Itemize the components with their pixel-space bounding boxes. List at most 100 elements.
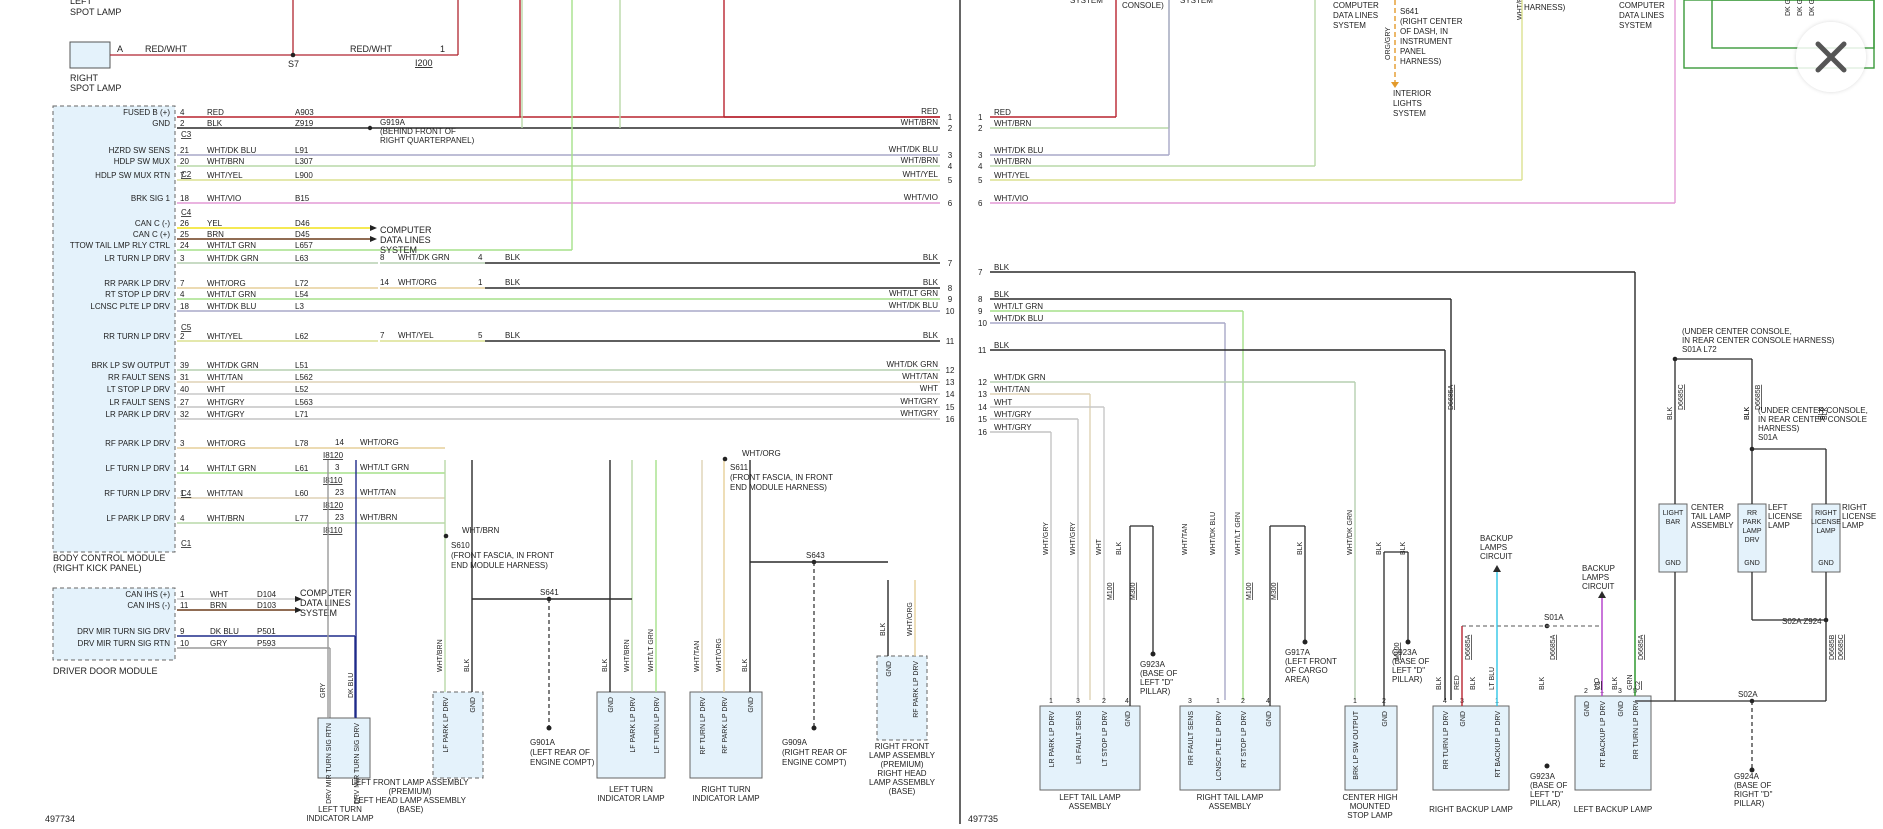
bcm-label: BODY CONTROL MODULE bbox=[53, 553, 166, 563]
bcm-pin-number: 4 bbox=[180, 290, 185, 299]
ddm-circuit-id: D104 bbox=[257, 590, 277, 599]
rear-lamp-gnd: GND bbox=[1818, 560, 1834, 567]
rear-lamp-label: MOUNTED bbox=[1350, 802, 1391, 811]
rear-wire-color: WHT/LT GRN bbox=[1235, 512, 1242, 555]
right-top-label-line: LIGHTS bbox=[1393, 99, 1422, 108]
bcm-right-color: WHT/BRN bbox=[901, 118, 939, 127]
rear-lamp-label: CENTER HIGH bbox=[1342, 793, 1397, 802]
right-row-color: WHT/GRY bbox=[994, 423, 1032, 432]
lamp-component-label: LAMP ASSEMBLY bbox=[869, 751, 936, 760]
blk-wire-color: BLK bbox=[505, 253, 521, 262]
bcm-pin-number: 39 bbox=[180, 361, 189, 370]
bcm-wire-color: WHT/BRN bbox=[207, 514, 245, 523]
bcm-circuit-id: L562 bbox=[295, 373, 313, 382]
splice-note-s01a-line: HARNESS) bbox=[1758, 424, 1800, 433]
right-row-color: BLK bbox=[994, 290, 1010, 299]
ddm-pin-name: CAN IHS (-) bbox=[127, 601, 170, 610]
lamp-wire-color: WHT/ORG bbox=[716, 638, 723, 672]
dk-grn-wire-color: DK GRN bbox=[1797, 0, 1804, 16]
rear-lamp-pin-name: RT BACKUP LP DRV bbox=[1495, 711, 1502, 778]
rear-lamp-box bbox=[1179, 705, 1281, 791]
bcm-wire-color: WHT/VIO bbox=[207, 194, 241, 203]
lamp-component-label: RIGHT HEAD bbox=[877, 769, 926, 778]
bcm-wire-color: WHT/GRY bbox=[207, 410, 245, 419]
ground-note-line: RIGHT QUARTERPANEL) bbox=[380, 136, 475, 145]
bcm-pin-number: 3 bbox=[180, 254, 185, 263]
rear-wire-color: WHT/GRY bbox=[1043, 522, 1050, 555]
rear-lamp-label: RR bbox=[1747, 510, 1757, 517]
bcm-right-color: WHT/DK BLU bbox=[889, 301, 939, 310]
bcm-pin-name: LF PARK LP DRV bbox=[106, 514, 170, 523]
splice-s7-label: S7 bbox=[288, 59, 299, 69]
mid-connector: I8120 bbox=[323, 501, 344, 510]
bcm-circuit-id: L60 bbox=[295, 489, 309, 498]
ground-g901a-label-line: G901A bbox=[530, 738, 556, 747]
ground-dot bbox=[1749, 767, 1755, 773]
rear-lamp-label: RIGHT BACKUP LAMP bbox=[1429, 805, 1513, 814]
bcm-circuit-id: L61 bbox=[295, 464, 309, 473]
bcm-circuit-id: L91 bbox=[295, 146, 309, 155]
bcm-circuit-id: A903 bbox=[295, 108, 314, 117]
left-license-lamp-label-line: LAMP bbox=[1768, 521, 1790, 530]
splice-s7 bbox=[290, 52, 296, 58]
ground-g923a-c-label-line: G923A bbox=[1530, 772, 1556, 781]
bcm-pin-name: BRK SIG 1 bbox=[131, 194, 171, 203]
bcm-right-pin: 14 bbox=[946, 390, 955, 399]
bcm-wire-color: WHT/TAN bbox=[207, 489, 243, 498]
right-row-color: WHT/BRN bbox=[994, 157, 1032, 166]
bcm-wire-color: WHT/YEL bbox=[207, 332, 243, 341]
rear-circuit-code: M100 bbox=[1107, 582, 1114, 600]
rear-wire-color: WHT/TAN bbox=[1182, 524, 1189, 555]
close-button[interactable] bbox=[1796, 22, 1866, 92]
ddm-pin-name: CAN IHS (+) bbox=[125, 590, 170, 599]
backup-arrow bbox=[1598, 591, 1606, 598]
lamp-component-label: LEFT TURN bbox=[318, 805, 362, 814]
bcm-circuit-id: L77 bbox=[295, 514, 309, 523]
mid-pin: 23 bbox=[335, 488, 344, 497]
right-row-pin: 9 bbox=[978, 307, 983, 316]
bcm-pin-name: LR FAULT SENS bbox=[109, 398, 170, 407]
ground-dot bbox=[1150, 651, 1156, 657]
splice-note-s01a-line: S01A bbox=[1758, 433, 1778, 442]
right-license-lamp-label-line: RIGHT bbox=[1842, 503, 1867, 512]
lamp-component-label: LEFT FRONT LAMP ASSEMBLY bbox=[351, 778, 469, 787]
mid-wire-color: WHT/LT GRN bbox=[360, 463, 409, 472]
right-row-pin: 14 bbox=[978, 403, 987, 412]
bcm-right-pin: 6 bbox=[948, 199, 953, 208]
lamp-pin-name: DRV MIR TURN SIG DRV bbox=[354, 723, 361, 805]
lamp-component-label: (BASE) bbox=[889, 787, 916, 796]
bcm-pin-name: HDLP SW MUX bbox=[114, 157, 171, 166]
rear-lamp-label: BAR bbox=[1666, 519, 1680, 526]
splice-note-s01a-2: S01A bbox=[1544, 613, 1564, 622]
rear-lamp-pin-number: 4 bbox=[1266, 698, 1270, 705]
bcm-right-pin: 7 bbox=[948, 259, 953, 268]
can-dest-3: SYSTEM bbox=[380, 245, 417, 255]
bcm-circuit-id: L563 bbox=[295, 398, 313, 407]
rear-wire-color: LT BLU bbox=[1489, 667, 1496, 690]
top-wire-color: WHT/BRN bbox=[1517, 0, 1524, 20]
rear-wire-color: BLK bbox=[1470, 676, 1477, 690]
right-row-pin: 10 bbox=[978, 319, 987, 328]
mid-pin: 3 bbox=[335, 463, 340, 472]
rear-lamp-pin-number: 1 bbox=[1049, 698, 1053, 705]
bcm-right-pin: 4 bbox=[948, 162, 953, 171]
ddm-wire-color: BRN bbox=[210, 601, 227, 610]
ground-g923a-label-line: (BASE OF bbox=[1140, 669, 1177, 678]
rear-circuit-code: D6685C bbox=[1838, 634, 1845, 660]
rear-wire-color: BLK bbox=[1818, 406, 1825, 420]
right-top-label-line: HARNESS) bbox=[1400, 57, 1442, 66]
ihs-dest-2: DATA LINES bbox=[300, 598, 351, 608]
lamp-wire-color: BLK bbox=[464, 658, 471, 672]
lamp-pin-name: DRV MIR TURN SIG RTN bbox=[326, 723, 333, 804]
bcm-right-pin: 9 bbox=[948, 295, 953, 304]
lamp-wire-color: DK BLU bbox=[348, 673, 355, 698]
bcm-circuit-id: L63 bbox=[295, 254, 309, 263]
backup-arrow bbox=[1493, 565, 1501, 572]
orange-wire-color: ORG/GRY bbox=[1385, 27, 1392, 60]
lamp-pin-name: LF PARK LP DRV bbox=[630, 697, 637, 753]
rear-wire-color: BLK bbox=[1376, 541, 1383, 555]
ground-g923a-b-label-line: (BASE OF bbox=[1392, 657, 1429, 666]
splice-s610-label-line: END MODULE HARNESS) bbox=[451, 561, 548, 570]
rear-lamp-pin-name: GND bbox=[1125, 711, 1132, 727]
bcm-pin-name: CAN C (-) bbox=[135, 219, 170, 228]
